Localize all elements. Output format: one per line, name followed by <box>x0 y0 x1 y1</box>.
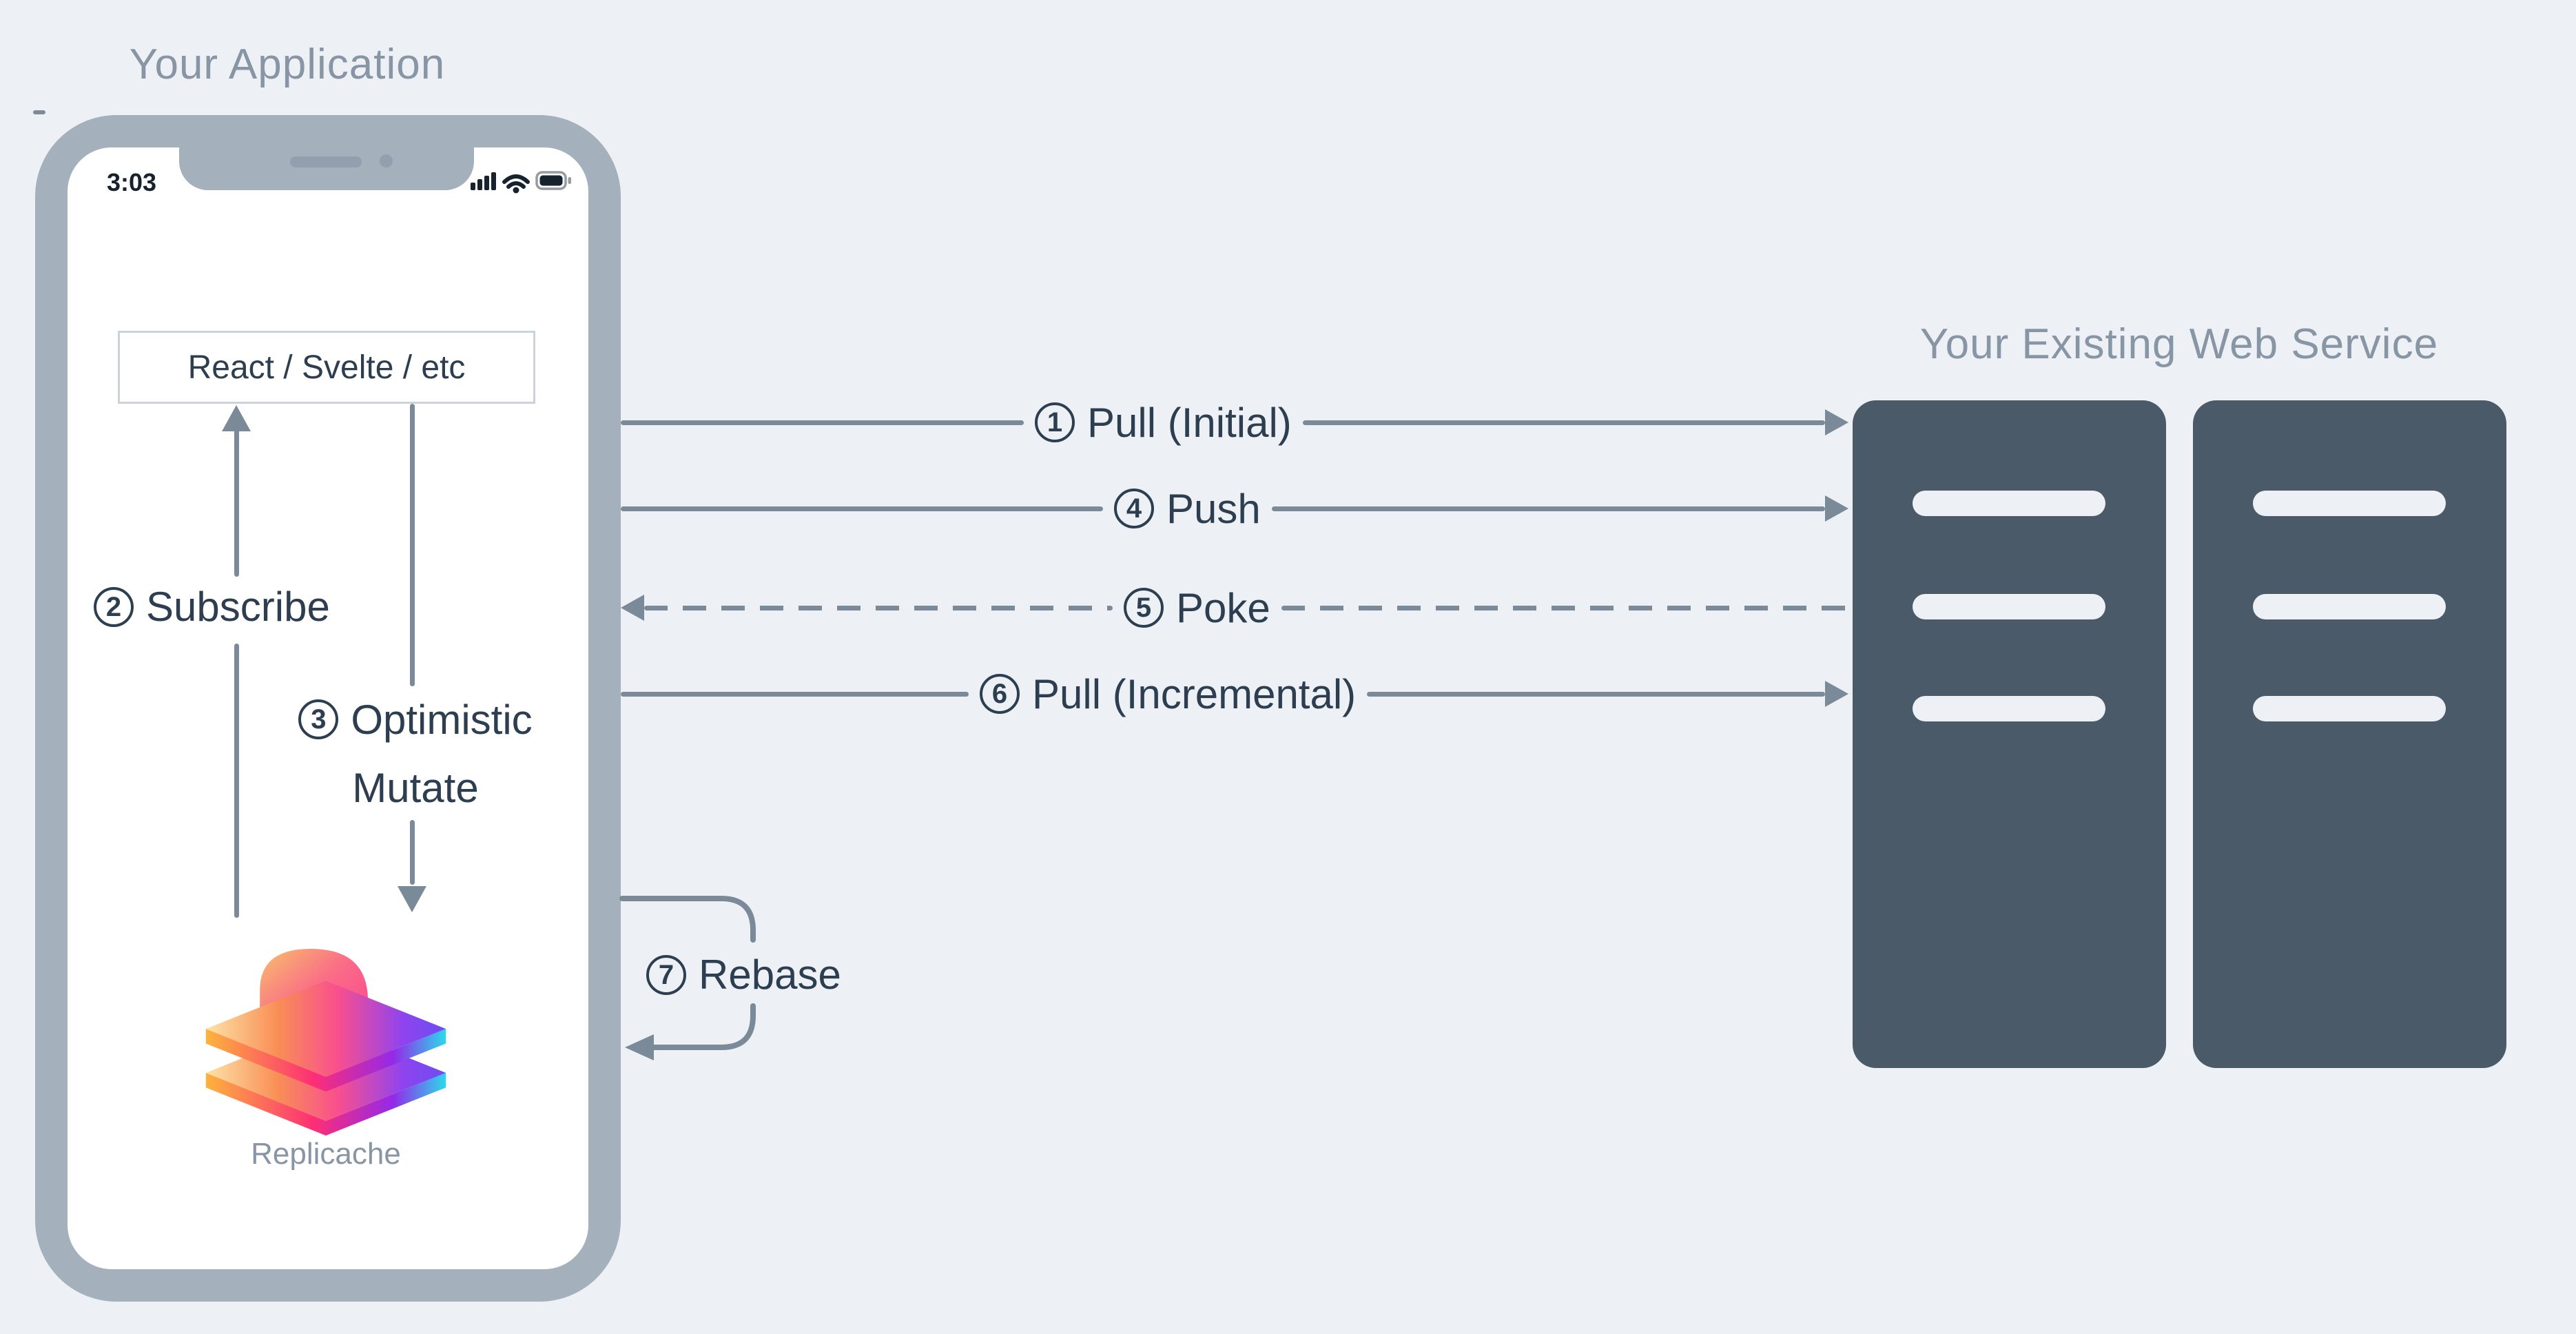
flow-pull-incremental: 6 Pull (Incremental) <box>621 668 1848 720</box>
server-slot-bar <box>2253 594 2446 619</box>
server-slot-bar <box>1913 696 2105 721</box>
step-circle-4: 4 <box>1114 489 1154 529</box>
arrowhead-right-icon <box>1825 409 1848 435</box>
status-bar-time: 3:03 <box>106 168 157 196</box>
flow-poke: 5 Poke <box>621 582 1848 634</box>
flow-line <box>621 420 1024 425</box>
flow-line-dashed <box>1281 605 1848 610</box>
stray-dash <box>33 110 45 114</box>
mutate-arrowhead-down-icon <box>398 886 426 912</box>
mutate-label-line1: Optimistic <box>351 696 533 743</box>
step-circle-7: 7 <box>646 954 686 995</box>
subscribe-line-lower <box>234 644 239 918</box>
flow-line <box>1302 420 1825 425</box>
rebase-label: 7 Rebase <box>646 951 841 998</box>
rebase-label-text: Rebase <box>699 952 841 998</box>
logo-top-layer-edge <box>205 1029 446 1092</box>
step-circle-3: 3 <box>298 699 339 739</box>
battery-icon <box>535 171 571 190</box>
web-service-zone-title: Your Existing Web Service <box>1919 320 2439 368</box>
flow-line <box>1367 691 1825 697</box>
framework-box-label: React / Svelte / etc <box>187 349 466 386</box>
arrowhead-right-icon <box>1825 681 1848 707</box>
server-slot-bar <box>1913 594 2105 619</box>
mutate-label: 3 Optimistic Mutate <box>254 690 577 812</box>
phone-speaker-icon <box>290 156 362 167</box>
logo-bottom-layer-edge <box>205 1073 446 1136</box>
flow-label-text: Push <box>1166 485 1261 532</box>
step-circle-2: 2 <box>94 586 134 627</box>
server-slot-bar <box>2253 696 2446 721</box>
flow-label-text: Poke <box>1176 584 1270 631</box>
subscribe-arrowhead-up-icon <box>222 405 251 431</box>
flow-push: 4 Push <box>621 482 1848 535</box>
arrowhead-right-icon <box>1825 495 1848 522</box>
app-zone-title: Your Application <box>129 41 446 88</box>
server-slot-bar <box>2253 491 2446 516</box>
server-tower-right <box>2193 400 2506 1068</box>
subscribe-label-text: Subscribe <box>146 584 330 630</box>
server-tower-left <box>1853 400 2166 1068</box>
status-bar-icons <box>471 171 571 194</box>
step-circle-6: 6 <box>980 674 1020 714</box>
subscribe-label: 2 Subscribe <box>94 583 330 630</box>
flow-line <box>621 691 969 697</box>
phone-camera-icon <box>380 154 393 167</box>
step-circle-1: 1 <box>1035 402 1075 442</box>
logo-label: Replicache <box>251 1137 401 1171</box>
subscribe-line-upper <box>234 427 239 577</box>
server-slot-bar <box>1913 491 2105 516</box>
flow-line <box>621 506 1103 511</box>
step-circle-5: 5 <box>1124 588 1164 628</box>
flow-pull-initial: 1 Pull (Initial) <box>621 396 1848 449</box>
framework-box: React / Svelte / etc <box>118 331 535 404</box>
wifi-icon <box>502 174 530 189</box>
arrowhead-left-icon <box>621 595 644 621</box>
flow-label-text: Pull (Initial) <box>1087 399 1292 446</box>
rebase-loop-arrow <box>619 896 756 1060</box>
mutate-line-upper <box>410 404 415 686</box>
flow-line-dashed <box>644 605 1113 610</box>
signal-strength-icon <box>471 172 496 190</box>
wifi-dot <box>513 187 519 194</box>
flow-line <box>1271 506 1825 511</box>
replicache-logo <box>205 949 446 1136</box>
mutate-label-line2: Mutate <box>352 764 479 811</box>
flow-label-text: Pull (Incremental) <box>1032 670 1357 717</box>
phone-notch <box>179 147 474 190</box>
logo-top-layer-top <box>205 981 446 1077</box>
mutate-line-lower <box>410 820 415 885</box>
arrowhead-left-icon <box>625 1034 654 1060</box>
